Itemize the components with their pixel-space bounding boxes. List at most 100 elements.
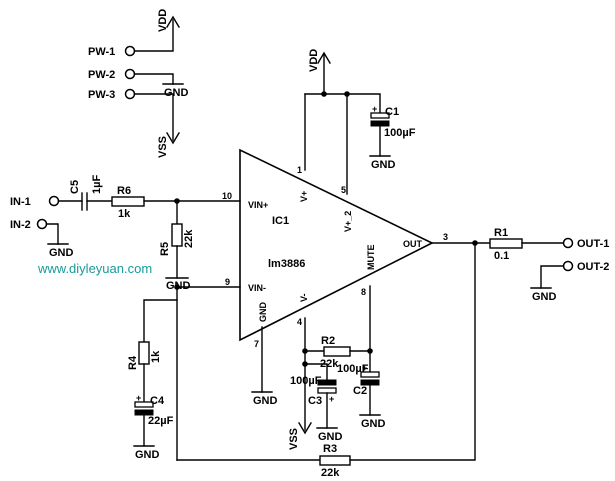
- c3-plate-negative: [317, 379, 337, 386]
- gnd-label-power: GND: [164, 87, 189, 99]
- c2-value: 100µF: [337, 363, 369, 375]
- out1-label: OUT-1: [577, 238, 609, 250]
- c1-plus: +: [372, 104, 377, 114]
- c4-plate-positive: [134, 401, 154, 408]
- pw3-wire: [133, 93, 174, 141]
- c2-ref: C2: [353, 385, 367, 397]
- pw2-label: PW-2: [88, 69, 115, 81]
- c2-plus: +: [362, 363, 367, 373]
- feedback-section: R4 1k + C4 22µF GND R3 22k: [127, 242, 476, 479]
- pin-label-vin-plus: VIN+: [248, 200, 268, 210]
- gnd-label-c3: GND: [318, 431, 343, 443]
- vdd-arrow-mid-icon: [317, 51, 331, 64]
- r5-value: 22k: [183, 229, 195, 248]
- pin-label-gnd: GND: [258, 302, 268, 323]
- gnd-label-c1: GND: [371, 159, 396, 171]
- c1-ref: C1: [385, 106, 399, 118]
- r2-ref: R2: [321, 335, 335, 347]
- r3-ref: R3: [323, 443, 337, 455]
- ic1-op-amp: IC1 lm3886 VIN+ VIN- OUT V+ V+_2 V- GND …: [222, 148, 448, 349]
- pw3-terminal: [124, 88, 136, 100]
- vdd-label-top: VDD: [157, 9, 169, 32]
- r2-value: 22k: [320, 358, 339, 370]
- pw3-label: PW-3: [88, 89, 115, 101]
- in2-wire: [45, 223, 59, 245]
- input-section: IN-1 C5 1µF R6 1k R5 22k GND IN-2 GND: [10, 175, 241, 292]
- pin-number-5: 5: [341, 185, 346, 195]
- r6-body: [111, 196, 145, 207]
- junction-vdd-2: [344, 91, 350, 97]
- c1-plate-positive: [370, 112, 390, 119]
- pw1-wire: [133, 19, 174, 52]
- junction-out: [472, 240, 478, 246]
- c3-ref: C3: [308, 395, 322, 407]
- vss-arrow-bottom-icon: [298, 422, 312, 435]
- bottom-pins-section: GND VSS R2 22k + C2 100µF GND + C3 100µF…: [251, 285, 386, 450]
- pw2-terminal: [124, 68, 136, 80]
- pin-label-v-plus: V+: [299, 191, 309, 202]
- gnd-label-c4: GND: [135, 449, 160, 461]
- in1-label: IN-1: [10, 196, 31, 208]
- c4-plus: +: [136, 393, 141, 403]
- c5-ref: C5: [69, 180, 81, 194]
- r1-body: [489, 238, 523, 249]
- ic1-ref: IC1: [272, 215, 289, 227]
- gnd-label-out2: GND: [532, 291, 557, 303]
- r6-value: 1k: [118, 208, 131, 220]
- c1-plate-negative: [370, 120, 390, 127]
- r3-value: 22k: [321, 467, 340, 479]
- out2-wire: [540, 265, 565, 289]
- vss-arrow-top-icon: [166, 132, 180, 145]
- c4-ref: C4: [150, 395, 165, 407]
- pw2-wire: [133, 73, 174, 85]
- r4-body: [138, 341, 150, 365]
- in2-terminal: [36, 218, 48, 230]
- pin-number-8: 8: [361, 287, 366, 297]
- junction-r2: [302, 348, 308, 354]
- junction-vin-minus: [174, 284, 180, 290]
- out1-terminal: [562, 237, 574, 249]
- gnd-label-c2: GND: [361, 418, 386, 430]
- op-amp-triangle-icon: [239, 148, 434, 342]
- c3-plate-positive: [317, 387, 337, 394]
- in1-terminal: [48, 195, 60, 207]
- r4-top-wire: [143, 299, 178, 343]
- pw1-terminal: [124, 45, 136, 57]
- pin-number-4: 4: [297, 317, 302, 327]
- r3-right-wire: [349, 242, 476, 461]
- c3-plus: +: [329, 394, 334, 404]
- out2-label: OUT-2: [577, 261, 609, 273]
- r3-body: [319, 455, 351, 466]
- r4-value: 1k: [150, 350, 162, 363]
- output-section: R1 0.1 OUT-1 OUT-2 GND: [431, 227, 609, 303]
- out2-terminal: [562, 260, 574, 272]
- vss-label-bottom: VSS: [288, 428, 300, 450]
- pin-label-v-plus-2: V+_2: [343, 211, 353, 232]
- r5-ref: R5: [159, 242, 171, 256]
- vdd-arrow-top-icon: [166, 15, 180, 28]
- pin-number-7: 7: [254, 339, 259, 349]
- pin-label-vin-minus: VIN-: [248, 283, 266, 293]
- r5-body: [171, 223, 183, 247]
- pw1-label: PW-1: [88, 46, 115, 58]
- r2-body: [323, 346, 351, 357]
- in2-label: IN-2: [10, 219, 31, 231]
- r4-ref: R4: [127, 355, 139, 370]
- power-input-section: PW-1 VDD PW-2 GND PW-3 VSS: [88, 9, 189, 158]
- pin-number-1: 1: [297, 165, 302, 175]
- c3-value: 100µF: [290, 375, 322, 387]
- vdd-label-mid: VDD: [308, 49, 320, 72]
- ic1-part: lm3886: [268, 258, 305, 270]
- watermark-text: www.diyleyuan.com: [37, 261, 152, 276]
- pin-label-out: OUT: [403, 239, 423, 249]
- c3-top-wire: [304, 363, 328, 381]
- vin-minus-wire: [176, 286, 241, 461]
- c5-value: 1µF: [91, 175, 103, 194]
- junction-vdd-1: [321, 91, 327, 97]
- r6-ref: R6: [117, 185, 131, 197]
- supply-decoupling-top: VDD + C1 100µF GND: [304, 49, 416, 195]
- r1-ref: R1: [494, 227, 508, 239]
- c1-value: 100µF: [384, 127, 416, 139]
- vss-label-top: VSS: [157, 136, 169, 158]
